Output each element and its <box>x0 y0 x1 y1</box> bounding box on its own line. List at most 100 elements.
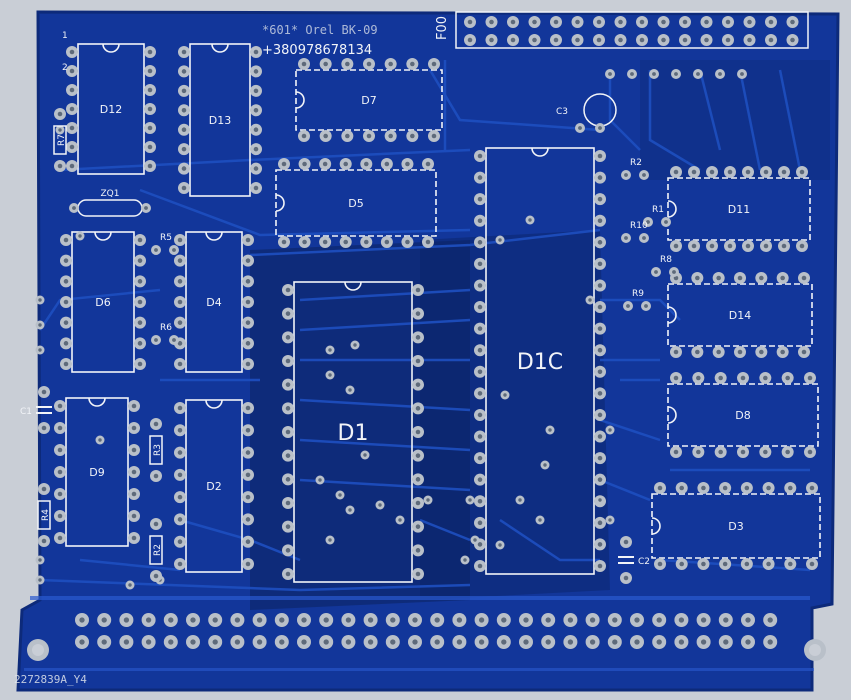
edge-pin <box>763 613 778 627</box>
chip-pin <box>174 254 186 267</box>
header-pin <box>743 16 756 28</box>
chip-label-d4: D4 <box>206 296 221 309</box>
chip-pin <box>719 482 732 494</box>
header-pin <box>786 16 799 28</box>
chip-label-d1: D1 <box>338 421 369 446</box>
header-pin <box>765 34 777 46</box>
header-pin <box>593 34 605 46</box>
chip-pin <box>755 272 768 284</box>
header-pin <box>507 16 519 28</box>
chip-pin <box>250 123 262 136</box>
header-pin <box>743 34 756 46</box>
chip-pin <box>144 84 156 96</box>
chip-pin <box>594 171 606 184</box>
passive-label-r6: R6 <box>160 323 172 333</box>
chip-pin <box>242 402 254 414</box>
chip-pin <box>688 240 700 252</box>
chip-d7: D7 <box>295 58 443 142</box>
chip-pin <box>697 558 710 570</box>
via <box>345 385 355 395</box>
ground-pour-3 <box>640 60 830 180</box>
chip-pin <box>594 560 606 572</box>
chip-d5: D5 <box>275 158 437 248</box>
via <box>535 515 545 525</box>
trace <box>608 70 641 151</box>
chip-pin <box>422 236 434 248</box>
chip-pin <box>282 355 294 367</box>
chip-pin <box>412 284 424 296</box>
edge-pin <box>519 635 533 649</box>
edge-pin <box>163 635 178 649</box>
chip-pin <box>298 130 310 142</box>
edge-pin <box>186 613 200 627</box>
chip-pin <box>594 408 606 421</box>
chip-pin <box>412 355 424 367</box>
chip-pin <box>594 452 606 465</box>
chip-pin <box>412 331 424 344</box>
chip-pin <box>712 272 725 284</box>
chip-pin <box>706 240 718 252</box>
chip-pin <box>298 236 311 248</box>
chip-pin <box>178 104 190 117</box>
chip-pin <box>144 160 156 172</box>
via <box>605 425 615 435</box>
passive-label-r2b: R2 <box>630 158 642 168</box>
passive-label-r9: R9 <box>632 289 644 299</box>
chip-pin <box>60 337 72 350</box>
chip-pin <box>654 482 666 494</box>
chip-pin <box>740 482 753 494</box>
pad <box>669 267 679 277</box>
edge-pin <box>141 613 156 627</box>
edge-pin <box>230 635 245 649</box>
chip-pin <box>670 240 682 252</box>
chip-pin <box>66 65 78 77</box>
edge-pin <box>652 613 667 627</box>
chip-pin <box>250 143 262 156</box>
pad <box>621 170 631 180</box>
via <box>325 345 335 355</box>
chip-pin <box>298 158 311 170</box>
header-pin <box>507 34 519 46</box>
chip-d1: D1 <box>282 281 424 583</box>
chip-pin <box>144 103 156 115</box>
via <box>395 515 405 525</box>
via <box>495 235 505 245</box>
top-pin-header <box>455 11 809 79</box>
passive-r4: R4 <box>37 483 51 547</box>
chip-pin <box>594 279 606 292</box>
chip-pin <box>66 84 78 96</box>
via <box>35 575 45 585</box>
header-pin <box>571 34 584 46</box>
chip-pin <box>760 166 772 178</box>
chip-pin <box>60 275 72 288</box>
edge-pin <box>541 613 556 627</box>
chip-pin <box>670 446 682 458</box>
edge-pin <box>385 613 400 627</box>
edge-pin <box>252 635 267 649</box>
chip-pin <box>474 214 486 227</box>
edge-pin <box>496 613 511 627</box>
chip-pin <box>380 158 393 170</box>
chip-label-d10: D1C <box>517 350 563 375</box>
chip-pin <box>706 166 718 178</box>
passive-r3: R3 <box>149 418 163 482</box>
via <box>35 345 45 355</box>
pad <box>661 217 671 227</box>
passive-c3: C3 <box>556 93 617 133</box>
chip-pin <box>474 150 486 162</box>
phone-number: +380978678134 <box>262 43 372 58</box>
chip-pin <box>360 158 373 170</box>
pad <box>38 483 50 495</box>
pad <box>151 245 161 255</box>
trace <box>499 518 600 562</box>
chip-pin <box>474 322 486 335</box>
chip-pin <box>594 214 606 227</box>
chip-pin <box>691 272 704 284</box>
via <box>95 435 105 445</box>
chip-pin <box>250 46 262 58</box>
header-pin <box>657 16 670 28</box>
chip-pin <box>742 240 754 252</box>
header-pin <box>550 16 562 28</box>
pin-marker-1: 1 <box>62 31 68 41</box>
passive-label-r5: R5 <box>160 233 172 243</box>
